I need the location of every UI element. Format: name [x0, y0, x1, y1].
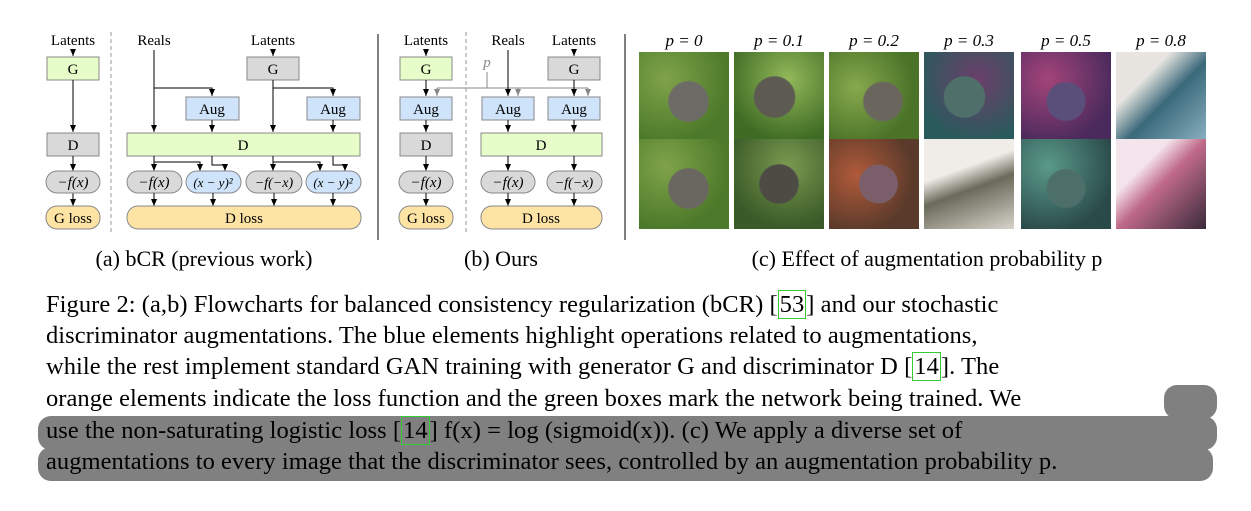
b-d-main-label: D	[536, 138, 547, 154]
cat-image-r1-c2	[734, 52, 824, 142]
citation-14[interactable]: 14	[912, 352, 941, 381]
b-neg-fx-label: −f(x)	[493, 175, 524, 191]
panel-b: Latents Reals Latents p G G Aug Aug Aug …	[398, 32, 603, 271]
figure-2: Latents Reals Latents G G Aug Aug D D	[45, 31, 1206, 271]
b-label-latents: Latents	[404, 33, 448, 49]
neg-f-negx-label: −f(−x)	[255, 176, 294, 191]
col-header-0: p = 0	[665, 31, 703, 50]
caption-line-1: Figure 2: (a,b) Flowcharts for balanced …	[46, 290, 999, 319]
b-label-p: p	[482, 55, 491, 71]
cat-image-r1-c3	[829, 52, 919, 142]
g-loss-label: G loss	[54, 211, 92, 227]
b-d-box-main	[480, 132, 603, 157]
cat-image-r1-c4	[924, 52, 1014, 142]
neg-fx-pill-left	[45, 170, 101, 194]
panel-b-caption: (b) Ours	[464, 246, 538, 271]
b-g-loss-pill	[398, 205, 454, 230]
d-loss-pill	[126, 205, 362, 230]
b-aug-mid-label: Aug	[495, 102, 521, 118]
col-header-1: p = 0.1	[753, 31, 804, 50]
caption-line-2: discriminator augmentations. The blue el…	[46, 322, 978, 349]
label-latents-2: Latents	[251, 33, 295, 49]
b-g-loss-label: G loss	[407, 211, 445, 227]
col-header-4: p = 0.5	[1040, 31, 1091, 50]
b-label-latents-2: Latents	[552, 33, 596, 49]
b-d-loss-pill	[480, 205, 603, 230]
b-neg-f-negx-label: −f(−x)	[555, 176, 594, 191]
col-header-5: p = 0.8	[1135, 31, 1186, 50]
aug-label-2: Aug	[320, 102, 346, 118]
caption-line-5: use the non-saturating logistic loss [14…	[46, 416, 963, 445]
xy2-label-a: (x − y)²	[193, 175, 233, 190]
label-latents: Latents	[51, 33, 95, 49]
panel-c-headers: p = 0 p = 0.1 p = 0.2 p = 0.3 p = 0.5 p …	[665, 31, 1187, 50]
d-box-main	[126, 132, 361, 157]
neg-fx-label: −f(x)	[139, 175, 170, 191]
panel-a-caption: (a) bCR (previous work)	[96, 246, 313, 271]
label-reals: Reals	[137, 33, 170, 49]
col-header-2: p = 0.2	[848, 31, 899, 50]
b-d-left-label: D	[421, 138, 432, 154]
citation-53[interactable]: 53	[777, 290, 807, 319]
g-label: G	[68, 62, 79, 78]
cat-image-r2-c4	[924, 139, 1014, 229]
neg-fx-left-label: −f(x)	[58, 175, 89, 191]
cat-image-r2-c5	[1021, 139, 1111, 229]
d-label-left: D	[68, 138, 79, 154]
col-header-3: p = 0.3	[943, 31, 994, 50]
flowcharts-svg: Latents Reals Latents G G Aug Aug D D	[45, 31, 1187, 271]
caption-line-4: orange elements indicate the loss functi…	[46, 385, 1022, 412]
cat-image-r2-c3	[829, 139, 919, 229]
caption-line-6: augmentations to every image that the di…	[46, 448, 1058, 475]
cat-image-r1-c1	[639, 52, 729, 142]
panel-a: Latents Reals Latents G G Aug Aug D D	[45, 32, 362, 271]
xy2-label-b: (x − y)²	[313, 175, 353, 190]
aug-label-1: Aug	[199, 102, 225, 118]
cat-image-r2-c6	[1116, 139, 1206, 229]
d-loss-label: D loss	[225, 211, 263, 227]
d-label-main: D	[238, 138, 249, 154]
b-g-label: G	[421, 62, 432, 78]
citation-14b[interactable]: 14	[401, 416, 430, 445]
g-loss-pill	[45, 205, 101, 230]
b-neg-fx-left-label: −f(x)	[411, 175, 442, 191]
caption-line-3: while the rest implement standard GAN tr…	[46, 352, 1000, 381]
panel-c-caption: (c) Effect of augmentation probability p	[752, 246, 1103, 271]
cat-image-r1-c5	[1021, 52, 1111, 142]
b-g-label-2: G	[569, 62, 580, 78]
b-d-loss-label: D loss	[522, 211, 560, 227]
b-aug-right-label: Aug	[561, 102, 587, 118]
cat-image-r2-c1	[639, 139, 729, 229]
cat-image-r2-c2	[734, 139, 824, 229]
g-label-2: G	[268, 62, 279, 78]
b-label-reals: Reals	[491, 33, 524, 49]
cat-image-r1-c6	[1116, 52, 1206, 142]
b-aug-left-label: Aug	[413, 102, 439, 118]
